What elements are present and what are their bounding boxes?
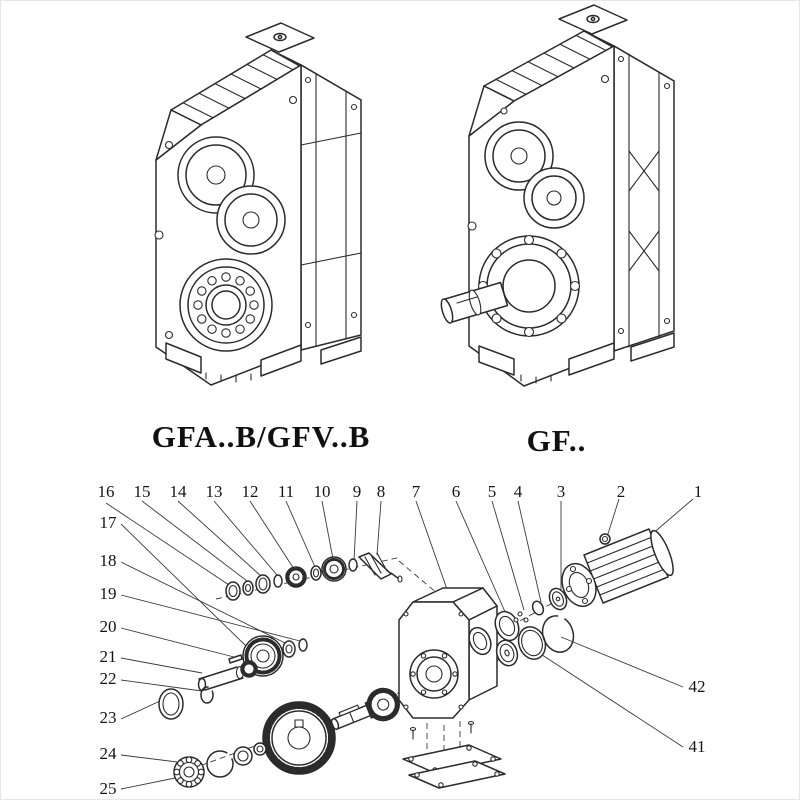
callout-number: 7 (412, 482, 421, 501)
callout-number: 21 (100, 647, 117, 666)
side-rib-band (617, 53, 671, 348)
gearbox-drawing-gf (440, 4, 675, 387)
callout-number: 42 (689, 677, 706, 696)
callout-number: 18 (100, 551, 117, 570)
bearing-bosses (484, 121, 585, 229)
output-bearing-parts (173, 742, 267, 788)
output-shaft (440, 281, 509, 324)
callout-number: 11 (278, 482, 294, 501)
callout-number: 6 (452, 482, 461, 501)
callout-number: 5 (488, 482, 497, 501)
callout-number: 1 (694, 482, 703, 501)
callout-number: 13 (206, 482, 223, 501)
leader-lines (105, 498, 694, 790)
side-rib-band (300, 73, 362, 347)
motor-coupling-parts (494, 587, 568, 642)
mounting-feet (165, 336, 362, 383)
plate-bolts (409, 720, 475, 740)
front-face-details (154, 95, 298, 340)
gear-housing (398, 587, 498, 719)
cooling-ribs (495, 34, 607, 95)
callout-number: 25 (100, 779, 117, 798)
callout-number: 3 (557, 482, 566, 501)
callout-number: 16 (98, 482, 115, 501)
gearbox-side-face (613, 45, 675, 352)
mounting-feet (478, 332, 675, 384)
cooling-ribs (182, 54, 294, 119)
retaining-rings (495, 615, 575, 667)
front-left-chamfer (468, 85, 515, 137)
motor (561, 528, 674, 608)
output-bearing (179, 258, 273, 352)
callout-number: 4 (514, 482, 523, 501)
bearing-bosses (177, 136, 286, 255)
output-shaft-assembly (330, 687, 400, 730)
motor-fins (586, 536, 666, 596)
gearbox-drawing-gfab (154, 22, 362, 386)
callout-numbers: 16 15 14 13 12 11 10 9 8 7 6 5 4 3 2 1 1… (98, 482, 706, 798)
callout-number: 23 (100, 708, 117, 727)
callout-number: 20 (100, 617, 117, 636)
callout-number: 14 (170, 482, 188, 501)
callout-number: 17 (100, 513, 118, 532)
front-face-details (467, 74, 610, 231)
model-label-gfab: GFA..B/GFV..B (151, 419, 371, 454)
eyebolt (599, 533, 611, 545)
cover-plates (402, 720, 506, 789)
callout-number: 8 (377, 482, 386, 501)
intermediate-shaft (197, 660, 258, 692)
callout-number: 9 (353, 482, 362, 501)
top-cap (245, 22, 315, 53)
callout-number: 10 (314, 482, 331, 501)
exploded-view: 16 15 14 13 12 11 10 9 8 7 6 5 4 3 2 1 1… (98, 482, 706, 798)
model-label-gf: GF.. (526, 423, 587, 458)
top-cap (558, 4, 628, 35)
callout-number: 24 (100, 744, 118, 763)
callout-number: 22 (100, 669, 117, 688)
callout-number: 12 (242, 482, 259, 501)
callout-number: 15 (134, 482, 151, 501)
callout-number: 19 (100, 584, 117, 603)
callout-number: 2 (617, 482, 626, 501)
intermediate-gear-parts (158, 635, 308, 720)
input-shaft-parts (225, 552, 403, 601)
callout-number: 41 (689, 737, 706, 756)
output-gear (262, 701, 336, 775)
